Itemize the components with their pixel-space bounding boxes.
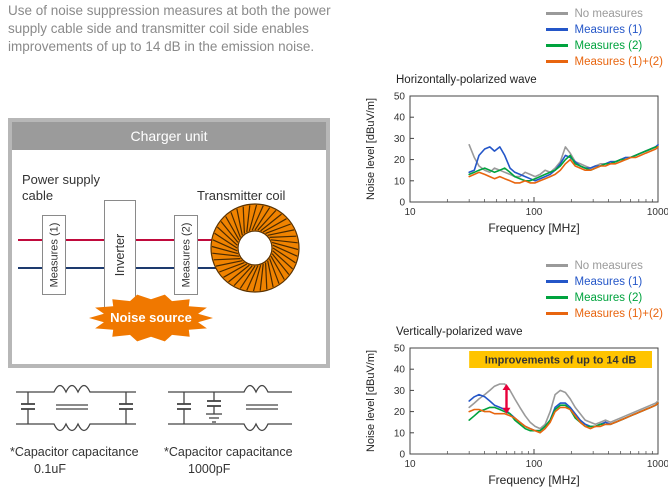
schematic-1-caption: *Capacitor capacitance 0.1uF xyxy=(10,444,160,478)
transmitter-coil-label: Transmitter coil xyxy=(197,188,286,203)
capacitor-choke-circuit-icon xyxy=(16,384,136,432)
svg-text:30: 30 xyxy=(394,134,406,145)
schematic-2-caption: *Capacitor capacitance 1000pF xyxy=(164,444,324,478)
arrowhead-down xyxy=(502,407,511,414)
svg-text:100: 100 xyxy=(526,459,543,470)
legend-item: Measures (1)+(2) xyxy=(546,54,663,69)
series-line xyxy=(468,146,659,184)
svg-text:50: 50 xyxy=(394,344,406,355)
chart-title-vertical: Vertically-polarized wave xyxy=(396,326,523,338)
charger-unit-diagram: Charger unit Power supply cable Transmit… xyxy=(8,118,330,368)
series-line xyxy=(468,383,659,430)
legend-label: No measures xyxy=(574,259,643,272)
improvement-annotation-text: Improvements of up to 14 dB xyxy=(485,355,637,367)
measures-2-box: Measures (2) xyxy=(174,215,198,295)
svg-text:10: 10 xyxy=(394,176,406,187)
svg-text:40: 40 xyxy=(394,113,406,124)
schematic-1-caption-text: *Capacitor capacitance xyxy=(10,445,139,459)
y-axis-label: Noise level [dBuV/m] xyxy=(365,350,377,452)
power-supply-cable-label: Power supply cable xyxy=(22,172,101,203)
svg-text:30: 30 xyxy=(394,386,406,397)
inverter-label: Inverter xyxy=(113,233,128,277)
legend-line-swatch xyxy=(546,28,569,31)
legend-label: Measures (1) xyxy=(574,275,643,288)
svg-text:10: 10 xyxy=(404,207,416,218)
legend-line-swatch xyxy=(546,280,569,283)
legend-label: Measures (2) xyxy=(574,39,643,52)
inverter-box: Inverter xyxy=(104,200,136,310)
legend-label: Measures (1)+(2) xyxy=(574,307,663,320)
svg-text:20: 20 xyxy=(394,407,406,418)
svg-text:50: 50 xyxy=(394,92,406,103)
legend-item: Measures (1)+(2) xyxy=(546,306,663,321)
filter-schematic-1 xyxy=(8,378,143,441)
legend-label: Measures (1) xyxy=(574,23,643,36)
legend-line-swatch xyxy=(546,312,569,315)
legend-item: Measures (1) xyxy=(546,274,663,289)
legend-line-swatch xyxy=(546,264,569,267)
y-axis-label: Noise level [dBuV/m] xyxy=(365,98,377,200)
svg-text:1000: 1000 xyxy=(647,207,668,218)
legend-item: Measures (1) xyxy=(546,22,663,37)
schematic-2-caption-value: 1000pF xyxy=(188,461,231,476)
legend-line-swatch xyxy=(546,44,569,47)
measures-2-label: Measures (2) xyxy=(180,222,193,288)
measures-1-box: Measures (1) xyxy=(42,215,66,295)
legend-line-swatch xyxy=(546,60,569,63)
measures-1-label: Measures (1) xyxy=(48,222,61,288)
charger-unit-title: Charger unit xyxy=(12,122,326,150)
svg-text:20: 20 xyxy=(394,155,406,166)
noise-source-label: Noise source xyxy=(110,310,192,325)
capacitor-ground-choke-circuit-icon xyxy=(168,384,292,432)
series-line xyxy=(468,402,659,434)
schematic-1-caption-value: 0.1uF xyxy=(34,461,66,476)
svg-text:0: 0 xyxy=(399,198,405,209)
wires-and-coil-canvas xyxy=(18,203,300,293)
intro-text: Use of noise suppression measures at bot… xyxy=(8,3,331,54)
legend-line-swatch xyxy=(546,12,569,15)
svg-text:0: 0 xyxy=(399,450,405,461)
svg-text:1000: 1000 xyxy=(647,459,668,470)
svg-text:100: 100 xyxy=(526,207,543,218)
x-axis-label: Frequency [MHz] xyxy=(488,221,579,235)
legend-label: Measures (2) xyxy=(574,291,643,304)
improvement-annotation-box xyxy=(469,351,652,368)
noise-source-burst-icon: Noise source xyxy=(89,294,213,342)
svg-text:10: 10 xyxy=(404,459,416,470)
legend-label: No measures xyxy=(574,7,643,20)
svg-text:10: 10 xyxy=(394,428,406,439)
legend-item: Measures (2) xyxy=(546,290,663,305)
charger-unit-body: Power supply cable Transmitter coil Meas… xyxy=(12,150,326,364)
starburst-shape xyxy=(89,294,213,342)
legend-line-swatch xyxy=(546,296,569,299)
filter-schematic-2 xyxy=(160,378,300,441)
arrowhead-up xyxy=(502,384,511,391)
x-axis-label: Frequency [MHz] xyxy=(488,473,579,487)
legend-item: No measures xyxy=(546,258,663,273)
legend-label: Measures (1)+(2) xyxy=(574,55,663,68)
legend-item: No measures xyxy=(546,6,663,21)
svg-text:40: 40 xyxy=(394,365,406,376)
plot-area xyxy=(409,95,659,203)
schematic-2-caption-text: *Capacitor capacitance xyxy=(164,445,293,459)
chart-title-horizontal: Horizontally-polarized wave xyxy=(396,74,537,86)
legend-item: Measures (2) xyxy=(546,38,663,53)
